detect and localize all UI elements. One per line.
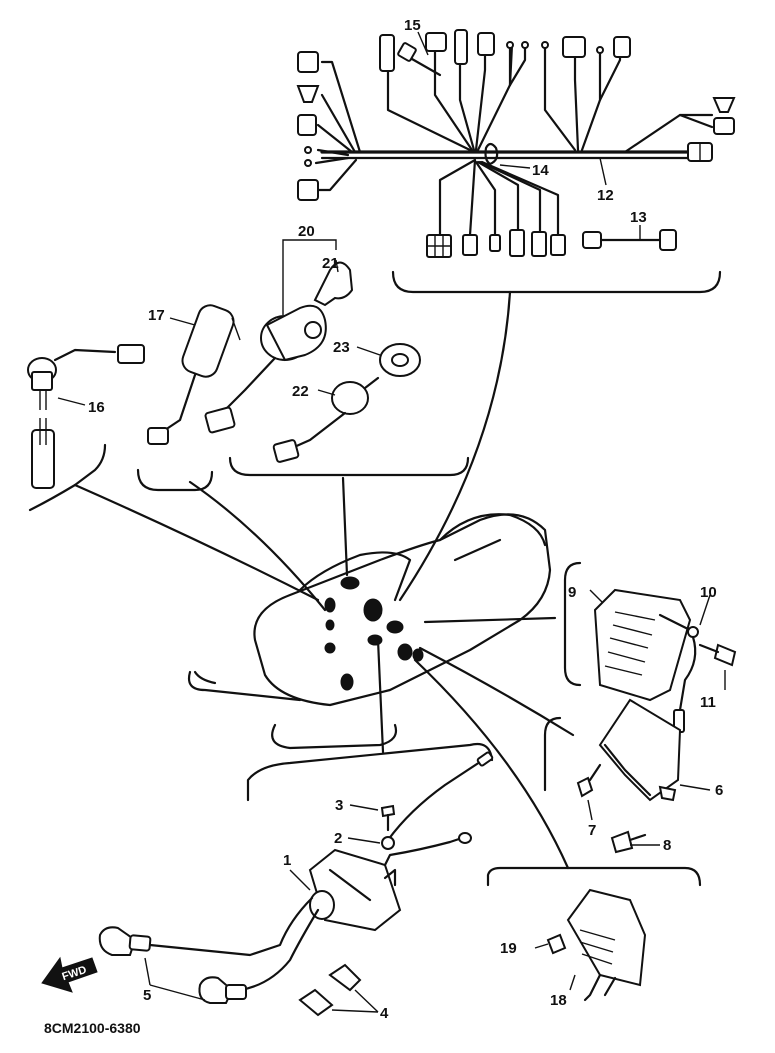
callout-20: 20 [298,223,315,240]
callout-7: 7 [588,822,596,839]
wire-harness [296,29,736,294]
igniter-unit-group [486,866,702,1002]
callout-3: 3 [335,797,343,814]
brake-switch-group [136,304,241,492]
throttle-switch-group [27,344,145,512]
callout-labels: 1 2 3 4 5 6 7 8 9 10 11 12 13 14 15 16 1… [88,17,723,1022]
callout-2: 2 [334,830,342,847]
callout-16: 16 [88,399,105,416]
diagram-code: 8CM2100-6380 [44,1020,141,1036]
callout-10: 10 [700,584,717,601]
callout-14: 14 [532,162,549,179]
rectifier-regulator-group [563,561,737,733]
main-switch-group [204,239,470,477]
callout-19: 19 [500,940,517,957]
callout-8: 8 [663,837,671,854]
callout-23: 23 [333,339,350,356]
snowmobile-outline [73,290,575,870]
callout-5: 5 [143,987,151,1004]
callout-21: 21 [322,255,339,272]
callout-13: 13 [630,209,647,226]
harness-bracket [391,270,722,294]
cdi-unit-group [543,698,711,854]
ignition-coil-group [98,742,494,1017]
callout-18: 18 [550,992,567,1009]
callout-4: 4 [380,1005,389,1022]
callout-11: 11 [700,694,716,711]
callout-22: 22 [292,383,309,400]
callout-17: 17 [148,307,165,324]
fwd-arrow-icon: FWD [41,956,98,993]
callout-1: 1 [283,852,291,869]
callout-6: 6 [715,782,723,799]
callout-15: 15 [404,17,421,34]
callout-12: 12 [597,187,614,204]
callout-9: 9 [568,584,576,601]
